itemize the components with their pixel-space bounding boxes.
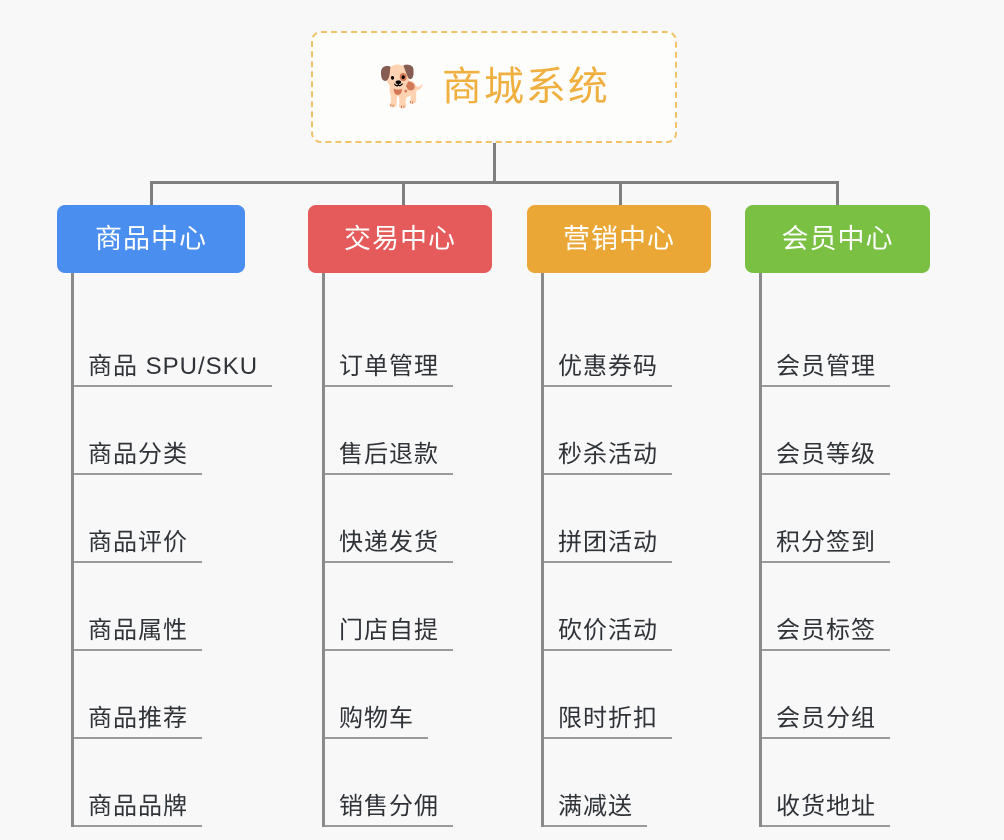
leaf-label: 积分签到: [776, 529, 876, 556]
branch-trade-center: 交易中心 订单管理 售后退款 快递发货 门店自提 购物车 销售分佣: [308, 205, 508, 827]
leaf-label: 购物车: [339, 705, 414, 732]
connector-drop-product-center: [150, 181, 153, 205]
list-item[interactable]: 销售分佣: [325, 739, 508, 827]
list-item[interactable]: 商品品牌: [74, 739, 277, 827]
category-label: 商品中心: [95, 223, 207, 254]
connector-drop-marketing-center: [619, 181, 622, 205]
list-item[interactable]: 会员管理: [762, 299, 945, 387]
leaf-list-member-center: 会员管理 会员等级 积分签到 会员标签 会员分组 收货地址: [759, 273, 945, 827]
list-item[interactable]: 拼团活动: [544, 475, 727, 563]
list-item[interactable]: 收货地址: [762, 739, 945, 827]
leaf-label: 会员标签: [776, 617, 876, 644]
list-item[interactable]: 门店自提: [325, 563, 508, 651]
leaf-label: 砍价活动: [558, 617, 658, 644]
category-header-product-center[interactable]: 商品中心: [57, 205, 245, 273]
leaf-label: 商品 SPU/SKU: [88, 353, 259, 380]
leaf-label: 满减送: [558, 793, 633, 820]
list-item[interactable]: 限时折扣: [544, 651, 727, 739]
branch-member-center: 会员中心 会员管理 会员等级 积分签到 会员标签 会员分组 收货地址: [745, 205, 945, 827]
shiba-dog-icon: 🐕: [378, 65, 428, 109]
leaf-list-product-center: 商品 SPU/SKU 商品分类 商品评价 商品属性 商品推荐 商品品牌: [71, 273, 277, 827]
list-item[interactable]: 快递发货: [325, 475, 508, 563]
category-label: 交易中心: [344, 223, 456, 254]
list-item[interactable]: 积分签到: [762, 475, 945, 563]
leaf-label: 优惠券码: [558, 353, 658, 380]
list-item[interactable]: 商品推荐: [74, 651, 277, 739]
list-item[interactable]: 售后退款: [325, 387, 508, 475]
list-item[interactable]: 会员标签: [762, 563, 945, 651]
leaf-label: 订单管理: [339, 353, 439, 380]
leaf-label: 拼团活动: [558, 529, 658, 556]
list-item[interactable]: 订单管理: [325, 299, 508, 387]
connector-root-stem: [493, 143, 496, 183]
branch-product-center: 商品中心 商品 SPU/SKU 商品分类 商品评价 商品属性 商品推荐 商品品牌: [57, 205, 277, 827]
leaf-label: 商品分类: [88, 441, 188, 468]
list-item[interactable]: 砍价活动: [544, 563, 727, 651]
leaf-label: 快递发货: [339, 529, 439, 556]
leaf-label: 门店自提: [339, 617, 439, 644]
leaf-label: 会员等级: [776, 441, 876, 468]
leaf-label: 商品属性: [88, 617, 188, 644]
list-item[interactable]: 商品 SPU/SKU: [74, 299, 277, 387]
list-item[interactable]: 优惠券码: [544, 299, 727, 387]
connector-drop-trade-center: [402, 181, 405, 205]
list-item[interactable]: 商品分类: [74, 387, 277, 475]
branch-marketing-center: 营销中心 优惠券码 秒杀活动 拼团活动 砍价活动 限时折扣 满减送: [527, 205, 727, 827]
list-item[interactable]: 商品评价: [74, 475, 277, 563]
leaf-label: 秒杀活动: [558, 441, 658, 468]
root-node[interactable]: 🐕 商城系统: [311, 31, 677, 143]
connector-drop-member-center: [836, 181, 839, 205]
list-item[interactable]: 满减送: [544, 739, 727, 827]
leaf-label: 限时折扣: [558, 705, 658, 732]
leaf-label: 商品评价: [88, 529, 188, 556]
leaf-label: 会员分组: [776, 705, 876, 732]
category-label: 会员中心: [781, 223, 894, 254]
connector-horizontal-bar: [150, 181, 838, 184]
root-title: 商城系统: [441, 65, 610, 109]
list-item[interactable]: 会员分组: [762, 651, 945, 739]
list-item[interactable]: 秒杀活动: [544, 387, 727, 475]
list-item[interactable]: 会员等级: [762, 387, 945, 475]
leaf-list-marketing-center: 优惠券码 秒杀活动 拼团活动 砍价活动 限时折扣 满减送: [541, 273, 727, 827]
category-label: 营销中心: [563, 223, 675, 254]
leaf-label: 商品推荐: [88, 705, 188, 732]
category-header-trade-center[interactable]: 交易中心: [308, 205, 492, 273]
category-header-marketing-center[interactable]: 营销中心: [527, 205, 711, 273]
leaf-label: 会员管理: [776, 353, 876, 380]
category-header-member-center[interactable]: 会员中心: [745, 205, 930, 273]
list-item[interactable]: 购物车: [325, 651, 508, 739]
leaf-label: 销售分佣: [339, 793, 439, 820]
leaf-label: 收货地址: [776, 793, 876, 820]
leaf-label: 商品品牌: [88, 793, 188, 820]
leaf-label: 售后退款: [339, 441, 439, 468]
leaf-list-trade-center: 订单管理 售后退款 快递发货 门店自提 购物车 销售分佣: [322, 273, 508, 827]
list-item[interactable]: 商品属性: [74, 563, 277, 651]
